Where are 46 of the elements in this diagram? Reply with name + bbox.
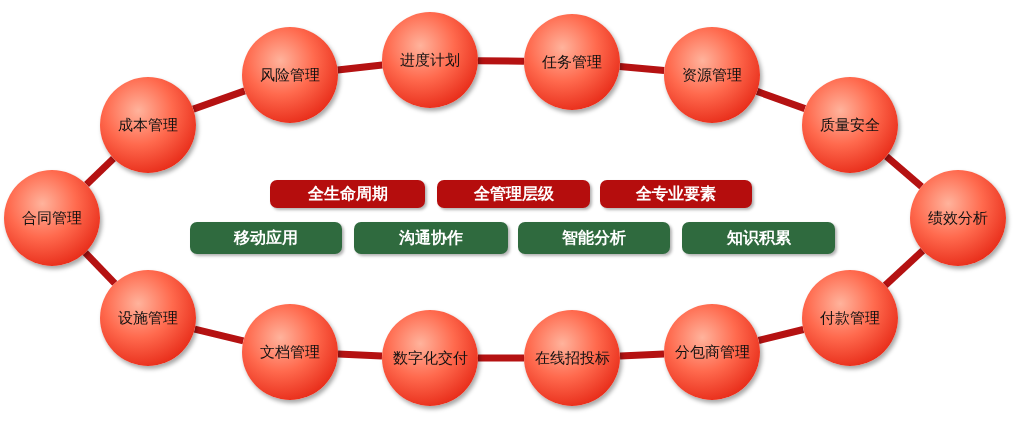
connector-band bbox=[193, 325, 245, 345]
connector-band bbox=[337, 350, 383, 360]
connector-band bbox=[478, 354, 524, 362]
node-label: 进度计划 bbox=[400, 50, 460, 70]
node-label: 分包商管理 bbox=[674, 342, 750, 362]
feature-tag bbox=[682, 222, 835, 254]
node-label: 资源管理 bbox=[682, 65, 742, 85]
connector-band bbox=[84, 155, 116, 188]
node-label: 全生命周期 bbox=[307, 183, 388, 205]
feature-tag bbox=[518, 222, 670, 254]
connector-band bbox=[757, 326, 805, 344]
node-label: 全专业要素 bbox=[636, 183, 716, 205]
module-circle bbox=[4, 170, 100, 266]
connector-band bbox=[755, 88, 807, 112]
node-label: 设施管理 bbox=[118, 308, 178, 328]
node-label: 合同管理 bbox=[22, 208, 82, 228]
node-label: 成本管理 bbox=[118, 115, 178, 135]
node-label: 全管理层级 bbox=[473, 183, 554, 205]
module-circle bbox=[100, 77, 196, 173]
node-label: 付款管理 bbox=[820, 308, 880, 328]
feature-tag bbox=[190, 222, 342, 254]
connector-band bbox=[619, 350, 665, 360]
connector-band bbox=[882, 248, 926, 288]
module-circle bbox=[910, 170, 1006, 266]
module-circle bbox=[100, 270, 196, 366]
node-label: 质量安全 bbox=[820, 115, 880, 135]
feature-tag bbox=[437, 180, 590, 208]
node-label: 在线招投标 bbox=[534, 348, 610, 368]
connector-band bbox=[619, 62, 665, 75]
node-label: 移动应用 bbox=[234, 227, 298, 249]
module-circle bbox=[802, 77, 898, 173]
node-label: 风险管理 bbox=[260, 65, 320, 85]
node-label: 智能分析 bbox=[562, 227, 626, 249]
node-label: 知识积累 bbox=[726, 227, 791, 249]
connector-band bbox=[337, 61, 383, 74]
connector-band bbox=[192, 87, 246, 113]
node-label: 任务管理 bbox=[542, 52, 602, 72]
feature-tag bbox=[270, 180, 425, 208]
node-label: 文档管理 bbox=[260, 342, 320, 362]
feature-tag bbox=[354, 222, 508, 254]
feature-tag bbox=[600, 180, 752, 208]
node-label: 数字化交付 bbox=[392, 348, 468, 368]
node-label: 沟通协作 bbox=[399, 227, 463, 249]
connector-band bbox=[82, 250, 118, 286]
connector-band bbox=[477, 57, 525, 65]
node-label: 绩效分析 bbox=[928, 208, 988, 228]
